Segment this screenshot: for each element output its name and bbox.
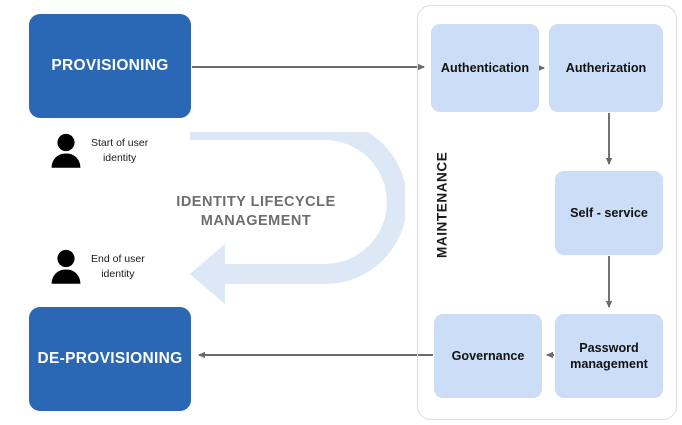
sub-box-authorization-label: Autherization — [565, 60, 647, 75]
sub-box-authentication[interactable]: Authentication — [431, 24, 539, 112]
maintenance-panel — [417, 5, 677, 420]
cycle-arrow-shape — [190, 132, 405, 304]
annotation-end-label: End of user identity — [91, 253, 145, 280]
annotation-end-of-user-identity: End of user identity — [50, 249, 145, 285]
deprovisioning-label: DE-PROVISIONING — [37, 350, 183, 367]
sub-box-governance-label: Governance — [451, 348, 525, 363]
provisioning-label: PROVISIONING — [51, 57, 169, 74]
person-icon — [51, 249, 81, 284]
sub-box-governance[interactable]: Governance — [434, 314, 542, 398]
sub-box-self-service[interactable]: Self - service — [555, 171, 663, 255]
sub-box-authorization[interactable]: Autherization — [549, 24, 663, 112]
cycle-caption: IDENTITY LIFECYCLE MANAGEMENT — [176, 194, 336, 230]
annotation-start-of-user-identity: Start of user identity — [50, 133, 148, 169]
stage-box-deprovisioning[interactable]: DE-PROVISIONING — [29, 307, 191, 411]
sub-box-password-management-label: Password management — [570, 340, 648, 371]
sub-box-self-service-label: Self - service — [570, 205, 648, 220]
stage-box-provisioning[interactable]: PROVISIONING — [29, 14, 191, 118]
sub-box-authentication-label: Authentication — [440, 60, 530, 75]
maintenance-label: MAINTENANCE — [434, 151, 450, 259]
person-icon — [51, 133, 81, 168]
sub-box-password-management[interactable]: Password management — [555, 314, 663, 398]
annotation-start-label: Start of user identity — [91, 137, 149, 164]
